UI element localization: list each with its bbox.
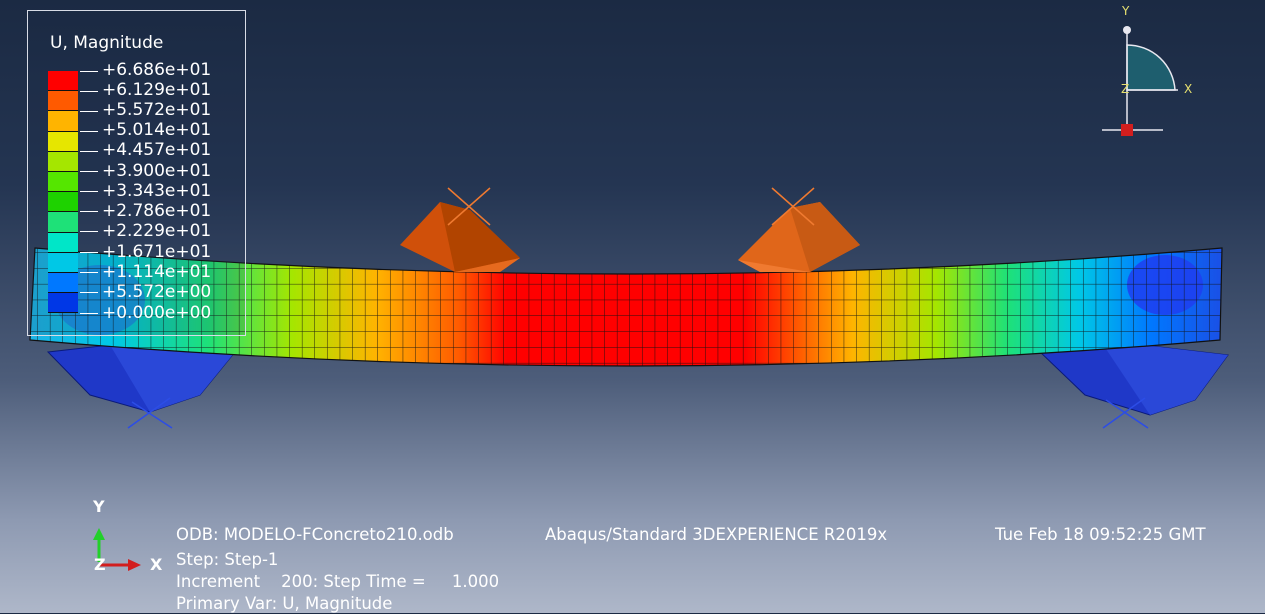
legend-value: +1.114e+01 xyxy=(102,262,212,282)
legend-swatch xyxy=(48,151,78,172)
legend-title: U, Magnitude xyxy=(50,33,164,53)
legend-value: +2.229e+01 xyxy=(102,221,212,241)
legend-value: +4.457e+01 xyxy=(102,140,212,160)
legend-value: +2.786e+01 xyxy=(102,201,212,221)
legend-tick xyxy=(80,171,98,172)
legend-tick xyxy=(80,272,98,273)
beam-mesh xyxy=(29,247,1223,367)
primary-var-info: Primary Var: U, Magnitude xyxy=(176,594,393,613)
legend-swatch xyxy=(48,252,78,273)
legend-value: +6.686e+01 xyxy=(102,60,212,80)
left-load-head xyxy=(400,187,520,272)
legend-tick xyxy=(80,292,98,293)
axes-z-label: Z xyxy=(94,555,106,574)
view-triad[interactable] xyxy=(1102,26,1178,136)
contour-legend: U, Magnitude +6.686e+01 +6.129e+0 xyxy=(27,10,246,336)
legend-swatch xyxy=(48,192,78,213)
step-info: Step: Step-1 xyxy=(176,550,279,569)
small-axes xyxy=(93,528,141,571)
legend-swatch xyxy=(48,172,78,193)
triad-x-label: X xyxy=(1184,82,1193,96)
legend-tick xyxy=(80,91,98,92)
legend-tick xyxy=(80,191,98,192)
legend-swatch xyxy=(48,111,78,132)
legend-swatch xyxy=(48,71,78,92)
right-support xyxy=(1036,339,1229,429)
legend-swatch xyxy=(48,212,78,233)
legend-value: +3.343e+01 xyxy=(102,181,212,201)
legend-tick xyxy=(80,111,98,112)
triad-z-label: Z xyxy=(1121,82,1130,96)
legend-swatch xyxy=(48,293,78,314)
axes-x-label: X xyxy=(150,555,163,574)
legend-swatch xyxy=(48,273,78,294)
legend-tick xyxy=(80,313,98,314)
legend-value: +5.572e+01 xyxy=(102,100,212,120)
increment-info: Increment 200: Step Time = 1.000 xyxy=(176,572,500,591)
triad-y-label: Y xyxy=(1122,4,1130,18)
solver-info: Abaqus/Standard 3DEXPERIENCE R2019x xyxy=(545,525,888,544)
legend-tick xyxy=(80,131,98,132)
legend-value: +5.014e+01 xyxy=(102,120,212,140)
legend-swatch xyxy=(48,91,78,112)
legend-tick xyxy=(80,211,98,212)
odb-info: ODB: MODELO-FConcreto210.odb xyxy=(176,525,454,544)
left-support xyxy=(46,344,237,429)
legend-swatch xyxy=(48,131,78,152)
legend-tick xyxy=(80,151,98,152)
date-info: Tue Feb 18 09:52:25 GMT xyxy=(995,525,1206,544)
legend-tick xyxy=(80,252,98,253)
legend-tick xyxy=(80,231,98,232)
legend-value: +3.900e+01 xyxy=(102,161,212,181)
legend-value: +5.572e+00 xyxy=(102,282,212,302)
legend-value: +0.000e+00 xyxy=(102,303,212,323)
legend-value: +1.671e+01 xyxy=(102,242,212,262)
legend-swatch xyxy=(48,232,78,253)
axes-y-label: Y xyxy=(93,497,105,516)
legend-tick xyxy=(80,71,98,72)
right-load-head xyxy=(738,187,860,272)
legend-value: +6.129e+01 xyxy=(102,80,212,100)
